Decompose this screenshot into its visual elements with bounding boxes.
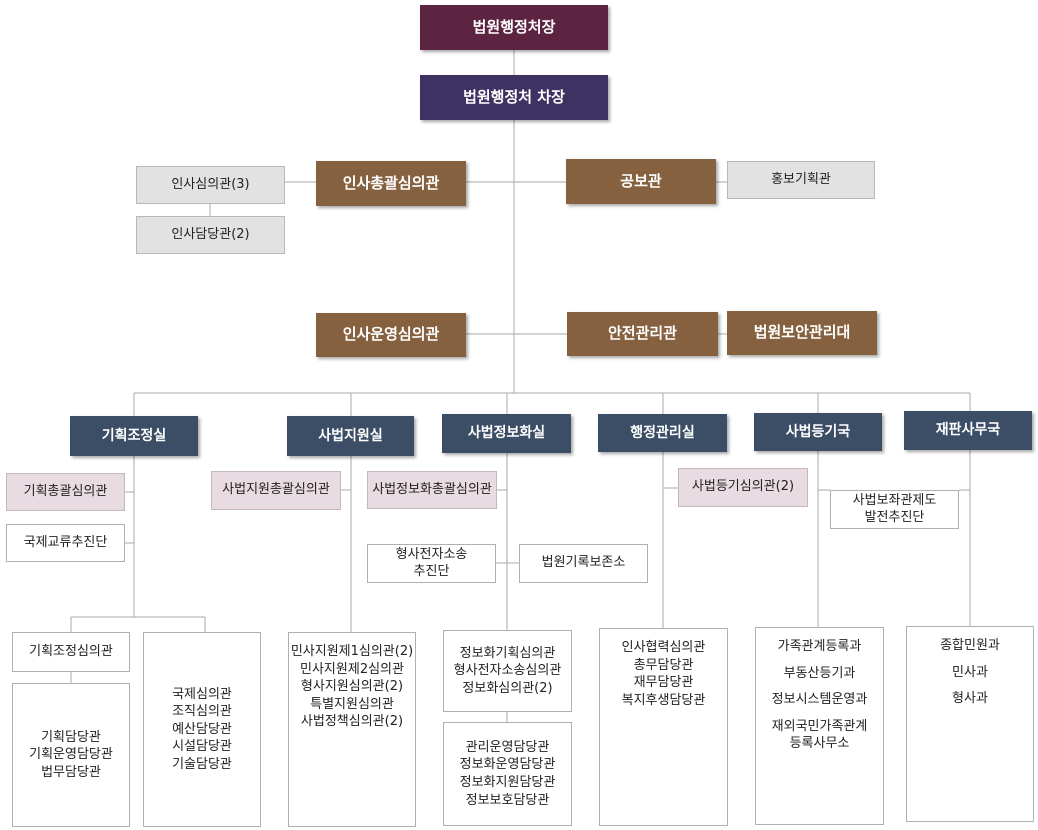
list-item: 민사지원제2심의관 xyxy=(300,661,404,677)
pr-box[interactable]: 공보관 xyxy=(566,159,716,204)
list-item: 정보화심의관(2) xyxy=(462,680,553,696)
list-item: 복지후생담당관 xyxy=(621,692,706,708)
aide-system-box[interactable]: 사법보좌관제도 발전추진단 xyxy=(830,490,959,529)
support-director-box[interactable]: 사법지원총괄심의관 xyxy=(211,471,341,510)
planning-units-list: 기획담당관 기획운영담당관 법무담당관 xyxy=(12,683,130,827)
list-item: 법무담당관 xyxy=(41,764,101,780)
chief-box[interactable]: 법원행정처장 xyxy=(420,5,608,50)
judicial-info-office-box[interactable]: 사법정보화실 xyxy=(442,414,571,453)
admin-units-list: 인사협력심의관 총무담당관 재무담당관 복지후생담당관 xyxy=(599,628,728,826)
planning-review-box[interactable]: 기획조정심의관 xyxy=(12,632,130,672)
hr-review-box[interactable]: 인사심의관(3) xyxy=(136,166,285,204)
registry-bureau-box[interactable]: 사법등기국 xyxy=(754,413,882,451)
list-item: 부동산등기과 xyxy=(783,665,856,681)
info-director-box[interactable]: 사법정보화총괄심의관 xyxy=(367,471,497,509)
list-item: 정보화운영담당관 xyxy=(459,757,556,773)
pr-planning-box[interactable]: 홍보기획관 xyxy=(727,161,875,199)
list-item: 민사지원제1심의관(2) xyxy=(290,644,414,659)
list-item: 재무담당관 xyxy=(633,675,694,691)
list-item: 시설담당관 xyxy=(172,739,232,755)
intl-units-list: 국제심의관 조직심의관 예산담당관 시설담당관 기술담당관 xyxy=(143,632,261,827)
list-item: 형사지원심의관(2) xyxy=(300,679,404,695)
archives-box[interactable]: 법원기록보존소 xyxy=(519,544,648,583)
list-item: 관리운영담당관 xyxy=(465,739,550,755)
list-item: 형사전자소송심의관 xyxy=(453,663,562,679)
list-item: 기획운영담당관 xyxy=(29,747,113,763)
list-item: 민사과 xyxy=(952,664,988,680)
list-item: 가족관계등록과 xyxy=(777,639,862,654)
registry-review-box[interactable]: 사법등기심의관(2) xyxy=(678,468,808,507)
list-item: 인사협력심의관 xyxy=(621,640,706,655)
trial-bureau-box[interactable]: 재판사무국 xyxy=(904,411,1032,450)
info-units-list: 관리운영담당관 정보화운영담당관 정보화지원담당관 정보보호담당관 xyxy=(443,722,572,826)
list-item: 국제심의관 xyxy=(172,686,232,702)
list-item: 총무담당관 xyxy=(633,657,694,673)
planning-office-box[interactable]: 기획조정실 xyxy=(70,416,198,456)
list-item: 종합민원과 xyxy=(940,638,1000,653)
list-item: 예산담당관 xyxy=(172,721,232,737)
list-item: 기술담당관 xyxy=(172,756,232,772)
list-item: 조직심의관 xyxy=(172,704,232,720)
list-item: 사법정책심의관(2) xyxy=(300,714,404,730)
list-item: 형사과 xyxy=(952,691,988,707)
hr-director-box[interactable]: 인사총괄심의관 xyxy=(316,161,466,206)
intl-exchange-box[interactable]: 국제교류추진단 xyxy=(6,524,125,562)
info-review-units-list: 정보화기획심의관 형사전자소송심의관 정보화심의관(2) xyxy=(443,630,572,712)
list-item: 재외국민가족관계 등록사무소 xyxy=(771,718,868,752)
safety-box[interactable]: 안전관리관 xyxy=(567,312,718,356)
list-item: 정보화지원담당관 xyxy=(459,775,556,790)
planning-director-box[interactable]: 기획총괄심의관 xyxy=(6,473,125,511)
list-item: 특별지원심의관 xyxy=(310,696,394,712)
hr-officer-box[interactable]: 인사담당관(2) xyxy=(136,216,285,254)
admin-office-box[interactable]: 행정관리실 xyxy=(598,414,727,452)
registry-units-list: 가족관계등록과 부동산등기과 정보시스템운영과 재외국민가족관계 등록사무소 xyxy=(755,627,884,825)
support-units-list: 민사지원제1심의관(2) 민사지원제2심의관 형사지원심의관(2) 특별지원심의… xyxy=(288,632,416,827)
trial-units-list: 종합민원과 민사과 형사과 xyxy=(906,626,1034,822)
judicial-support-office-box[interactable]: 사법지원실 xyxy=(287,416,414,456)
hr-ops-box[interactable]: 인사운영심의관 xyxy=(316,313,466,357)
list-item: 기획담당관 xyxy=(41,729,101,745)
list-item: 정보화기획심의관 xyxy=(459,645,556,661)
court-security-box[interactable]: 법원보안관리대 xyxy=(727,311,877,355)
criminal-ecourt-box[interactable]: 형사전자소송 추진단 xyxy=(367,544,496,583)
list-item: 정보시스템운영과 xyxy=(771,692,868,708)
list-item: 정보보호담당관 xyxy=(465,792,550,808)
vice-chief-box[interactable]: 법원행정처 차장 xyxy=(420,75,608,120)
